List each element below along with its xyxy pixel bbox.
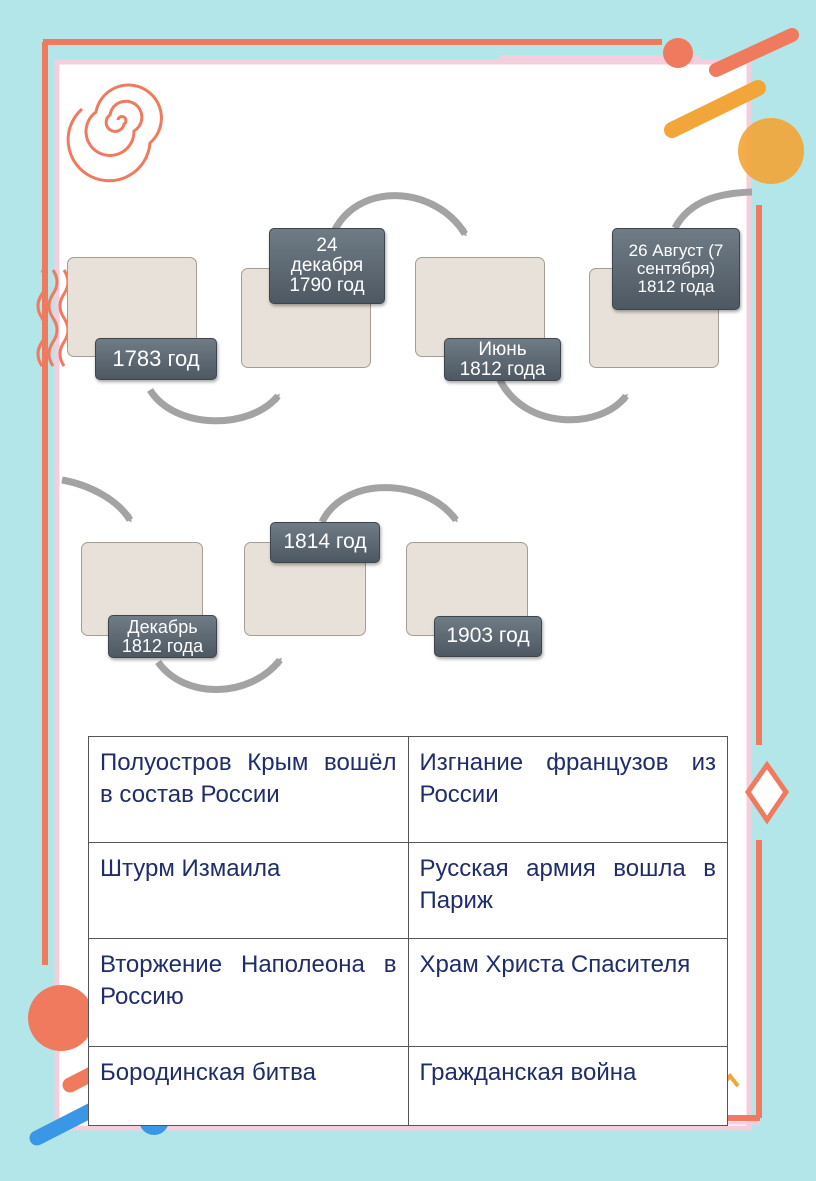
date-label-1790: 24 декабря 1790 год [269, 228, 385, 304]
orange-dot [738, 118, 804, 184]
events-table: Полуостров Крым вошёл в состав России Из… [88, 736, 728, 1126]
table-cell: Гражданская война [407, 1046, 728, 1126]
date-label-1783: 1783 год [95, 338, 217, 380]
coral-dot [663, 38, 693, 68]
table-cell: Изгнание французов из России [407, 736, 728, 843]
date-label-june-1812: Июнь 1812 года [444, 338, 561, 381]
table-cell: Вторжение Наполеона в Россию [88, 938, 409, 1047]
table-row: Штурм Измаила Русская армия вошла в Пари… [88, 842, 728, 939]
coral-circle [28, 985, 94, 1051]
pink-frame [54, 59, 752, 1131]
spiral-decoration [66, 83, 163, 183]
table-cell: Полуостров Крым вошёл в состав России [88, 736, 409, 843]
table-row: Вторжение Наполеона в Россию Храм Христа… [88, 938, 728, 1047]
date-label-1814: 1814 год [270, 522, 380, 563]
table-cell: Штурм Измаила [88, 842, 409, 939]
date-label-aug-1812: 26 Август (7 сентября) 1812 года [612, 228, 740, 310]
table-cell: Русская армия вошла в Париж [407, 842, 728, 939]
diamond-decoration [744, 760, 790, 825]
table-cell: Храм Христа Спасителя [407, 938, 728, 1047]
date-label-1903: 1903 год [434, 616, 542, 657]
table-row: Полуостров Крым вошёл в состав России Из… [88, 736, 728, 843]
date-label-dec-1812: Декабрь 1812 года [108, 615, 217, 658]
table-row: Бородинская битва Гражданская война [88, 1046, 728, 1126]
table-cell: Бородинская битва [88, 1046, 409, 1126]
